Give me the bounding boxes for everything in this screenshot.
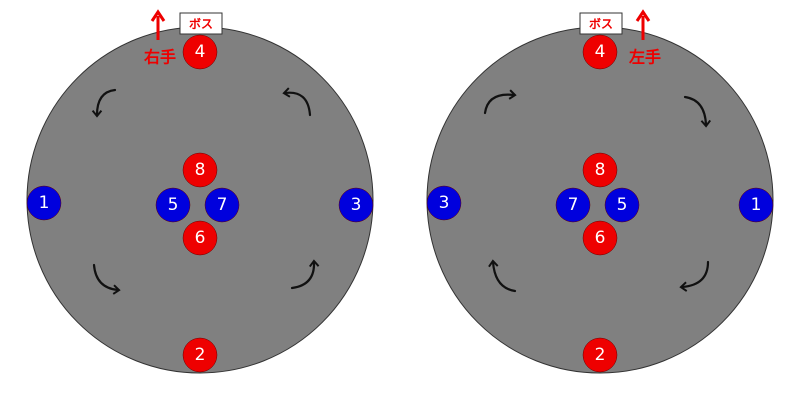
marker-number: 3	[351, 195, 362, 215]
marker-7	[204, 187, 240, 223]
arrowhead-icon	[635, 9, 651, 22]
boss-label: ボス	[589, 16, 613, 31]
hand-label: 右手	[144, 48, 176, 67]
marker-2	[582, 337, 618, 373]
marker-4	[582, 34, 618, 70]
marker-number: 7	[217, 195, 228, 215]
rotation-arrow-icon	[92, 263, 121, 295]
marker-number: 1	[39, 193, 50, 213]
marker-3	[338, 187, 374, 223]
rotation-arrow-icon	[679, 260, 710, 292]
arena-left: ボス 4 1 3 2 85 76 右手	[26, 9, 374, 374]
arrowhead-icon	[150, 9, 166, 22]
marker-number: 7	[568, 195, 579, 215]
marker-number: 6	[195, 228, 206, 248]
rotation-arrow-icon	[683, 95, 712, 128]
rotation-arrow-icon	[488, 259, 517, 293]
marker-4	[182, 34, 218, 70]
marker-number: 5	[168, 195, 179, 215]
marker-number: 4	[195, 42, 206, 62]
marker-6	[182, 220, 218, 256]
marker-number: 3	[439, 193, 450, 213]
arena-floor	[426, 26, 774, 374]
marker-8	[582, 152, 618, 188]
marker-8	[182, 152, 218, 188]
arena-right: ボス 4 3 1 2 87 56 左手	[426, 9, 774, 374]
marker-5	[155, 187, 191, 223]
marker-number: 8	[195, 160, 206, 180]
marker-7	[555, 187, 591, 223]
rotation-arrow-icon	[91, 88, 117, 118]
boss-label: ボス	[189, 16, 213, 31]
rotation-arrow-icon	[483, 89, 517, 115]
marker-number: 2	[195, 345, 206, 365]
arena-floor	[26, 26, 374, 374]
marker-number: 1	[751, 195, 762, 215]
marker-2	[182, 337, 218, 373]
marker-1	[26, 185, 62, 221]
marker-number: 5	[617, 195, 628, 215]
rotation-arrow-icon	[282, 87, 312, 117]
marker-number: 6	[595, 228, 606, 248]
boss-label-box	[579, 12, 623, 35]
marker-number: 8	[595, 160, 606, 180]
marker-3	[426, 185, 462, 221]
marker-5	[604, 187, 640, 223]
hand-label: 左手	[628, 48, 661, 67]
marker-number: 4	[595, 42, 606, 62]
boss-label-box	[179, 12, 223, 35]
marker-number: 2	[595, 345, 606, 365]
marker-1	[738, 187, 774, 223]
marker-6	[582, 220, 618, 256]
rotation-arrow-icon	[290, 259, 320, 290]
